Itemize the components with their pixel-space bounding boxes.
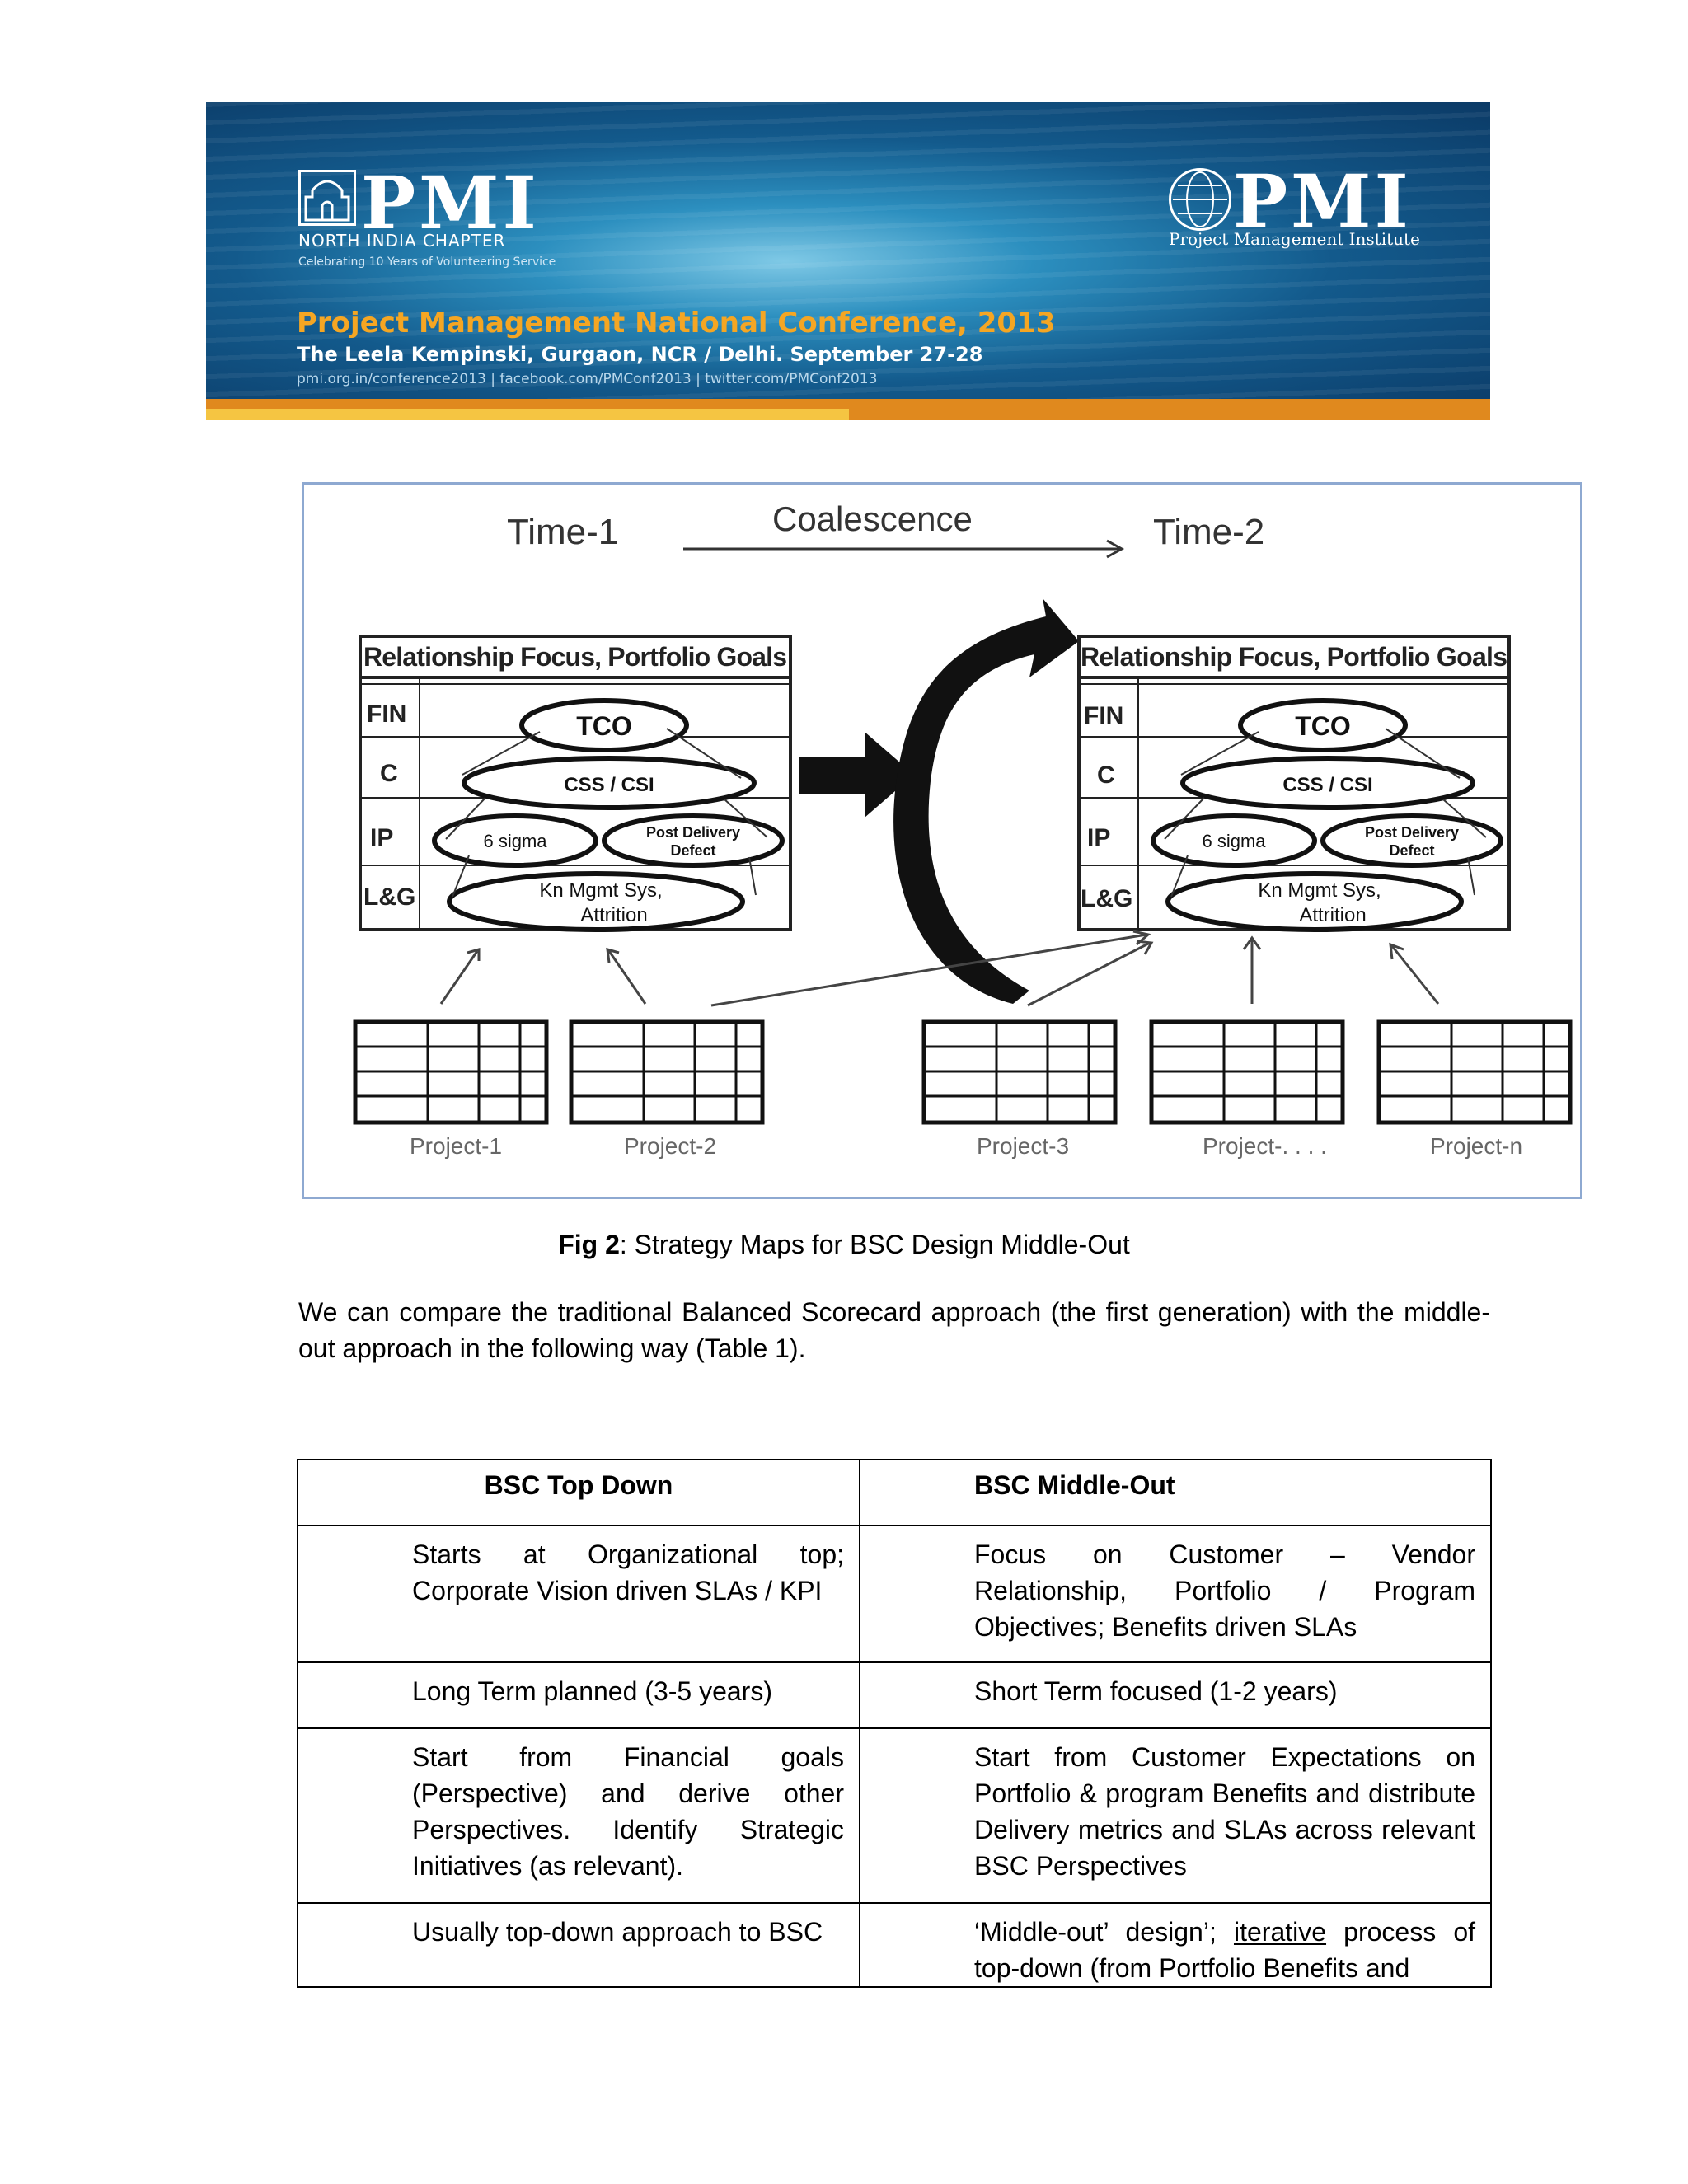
project-n-grid [1376,1019,1573,1125]
table-cell: Starts at Organizational top; Corporate … [297,1525,860,1663]
box-title-2: Relationship Focus, Portfolio Goals [1081,642,1507,672]
conference-venue: The Leela Kempinski, Gurgaon, NCR / Delh… [297,343,983,366]
project-1-label: Project-1 [410,1133,502,1159]
project-etc-label: Project-. . . . [1203,1133,1327,1159]
figure-caption: Fig 2: Strategy Maps for BSC Design Midd… [0,1230,1688,1260]
table-cell: Start from Customer Expectations on Port… [859,1727,1492,1904]
top-down-process-text: process of top-down (from Portfolio Bene… [974,1917,1476,1983]
project-2-grid [569,1019,765,1125]
banner-background [206,102,1490,420]
row-fin-2: FIN [1084,702,1123,729]
header-top-down-text: BSC Top Down [484,1470,673,1500]
time1-scorecard: Relationship Focus, Portfolio Goals FIN … [359,635,792,932]
cell-text: ‘Middle-out’ design’; iterative process … [860,1904,1490,1986]
cell-text: Start from Customer Expectations on Port… [974,1742,1475,1881]
post-delivery-oval: Post Delivery [646,824,740,841]
kn-mgmt-oval-2-line2: Attrition [1299,904,1366,926]
tco-oval: TCO [576,711,632,741]
coalescence-arrowhead [1106,539,1125,559]
transition-arrow [799,732,914,818]
cell-text: Long Term planned (3-5 years) [412,1676,772,1706]
header-top-down: BSC Top Down [297,1459,860,1526]
banner-yellow-stripe [206,409,849,420]
chapter-tagline: Celebrating 10 Years of Volunteering Ser… [298,255,556,269]
sigma-oval-2: 6 sigma [1202,831,1266,851]
table-row: Start from Financial goals (Perspective)… [297,1727,1492,1904]
conference-links: pmi.org.in/conference2013 | facebook.com… [297,371,878,387]
caption-label: Fig 2 [558,1230,620,1259]
chapter-name: NORTH INDIA CHAPTER [298,231,506,251]
curved-coalescence-arrow [893,598,1079,1004]
time2-scorecard: Relationship Focus, Portfolio Goals FIN … [1077,635,1511,932]
intro-paragraph: We can compare the traditional Balanced … [298,1297,1490,1363]
css-oval-2: CSS / CSI [1282,774,1372,796]
project-grids [353,1019,1573,1125]
header-middle-out: BSC Middle-Out [859,1459,1492,1526]
comparison-table: BSC Top Down BSC Middle-Out Starts at Or… [297,1459,1492,1988]
post-delivery-oval-line2: Defect [670,842,715,859]
iterative-underlined-text: iterative [1233,1917,1327,1947]
table-row: Starts at Organizational top; Corporate … [297,1525,1492,1663]
globe-icon [1169,168,1231,231]
sigma-oval: 6 sigma [483,831,547,851]
kn-mgmt-oval: Kn Mgmt Sys, [539,879,662,902]
middle-out-design-text: ‘Middle-out’ design’; [974,1917,1234,1947]
project-n-label: Project-n [1430,1133,1522,1159]
table-cell: ‘Middle-out’ design’; iterative process … [859,1902,1492,1988]
cell-text: Start from Financial goals (Perspective)… [412,1742,844,1881]
time2-label: Time-2 [1153,512,1264,552]
table-row: Usually top-down approach to BSC ‘Middle… [297,1902,1492,1988]
kn-mgmt-oval-2: Kn Mgmt Sys, [1258,879,1381,902]
time1-label: Time-1 [507,512,618,552]
row-fin: FIN [367,701,406,728]
cell-text: Usually top-down approach to BSC [412,1917,823,1947]
table-cell: Start from Financial goals (Perspective)… [297,1727,860,1904]
post-delivery-oval-2-line2: Defect [1389,842,1434,859]
table-cell: Long Term planned (3-5 years) [297,1661,860,1729]
row-lg-2: L&G [1081,885,1132,912]
table-header-row: BSC Top Down BSC Middle-Out [297,1459,1492,1526]
table-cell: Usually top-down approach to BSC [297,1902,860,1988]
project-3-label: Project-3 [977,1133,1069,1159]
css-oval: CSS / CSI [564,774,654,796]
kn-mgmt-oval-line2: Attrition [580,904,647,926]
cell-text: Focus on Customer – Vendor Relationship,… [974,1540,1475,1642]
row-ip-2: IP [1087,824,1110,851]
project-2-label: Project-2 [624,1133,716,1159]
row-c: C [380,760,398,787]
project-3-grid [921,1019,1118,1125]
right-pmi-logo: PMI [1233,158,1412,244]
conference-title: Project Management National Conference, … [297,307,1056,340]
left-pmi-logo: PMI [361,160,540,246]
conference-banner: PMI NORTH INDIA CHAPTER Celebrating 10 Y… [206,102,1490,420]
table-row: Long Term planned (3-5 years) Short Term… [297,1661,1492,1729]
table-cell: Short Term focused (1-2 years) [859,1661,1492,1729]
coalescence-label: Coalescence [772,499,973,538]
strategy-map-figure: Time-1 Coalescence Time-2 Relationship F… [302,482,1582,1199]
project-1-grid [353,1019,549,1125]
institute-name: Project Management Institute [1169,229,1420,249]
box-title: Relationship Focus, Portfolio Goals [363,642,787,672]
project-etc-grid [1149,1019,1345,1125]
caption-text: : Strategy Maps for BSC Design Middle-Ou… [619,1230,1130,1259]
row-c-2: C [1097,762,1115,789]
row-lg: L&G [363,883,415,911]
tco-oval-2: TCO [1295,711,1351,741]
cell-text: Starts at Organizational top; Corporate … [412,1540,844,1605]
taj-mahal-icon [298,170,356,226]
cell-text: Short Term focused (1-2 years) [974,1676,1338,1706]
header-middle-out-text: BSC Middle-Out [974,1470,1175,1500]
post-delivery-oval-2: Post Delivery [1365,824,1459,841]
table-cell: Focus on Customer – Vendor Relationship,… [859,1525,1492,1663]
row-ip: IP [370,824,393,851]
project-connector-arrows [439,930,1440,1007]
